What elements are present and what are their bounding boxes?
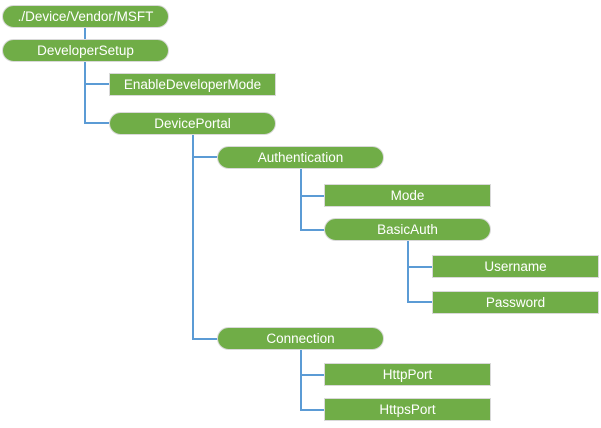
node-developersetup: DeveloperSetup <box>2 39 169 62</box>
connector-developersetup-trunk <box>84 62 86 124</box>
connector-branch-connection <box>192 338 218 340</box>
connector-branch-httpsport <box>300 409 325 411</box>
node-basicauth: BasicAuth <box>324 218 491 241</box>
connector-branch-basicauth <box>300 229 325 231</box>
connector-branch-username <box>407 266 433 268</box>
connector-root-to-developersetup <box>84 28 86 40</box>
connector-branch-mode <box>300 195 325 197</box>
node-connection: Connection <box>217 327 384 350</box>
connector-branch-httpport <box>300 374 325 376</box>
node-password: Password <box>432 291 599 314</box>
node-mode: Mode <box>324 184 491 207</box>
connector-branch-enabledevelopermode <box>84 83 110 85</box>
node-deviceportal: DevicePortal <box>109 112 276 135</box>
connector-connection-trunk <box>300 350 302 411</box>
connector-branch-authentication <box>192 156 218 158</box>
node-authentication: Authentication <box>217 146 384 169</box>
node-httpport: HttpPort <box>324 363 491 386</box>
node-root-path: ./Device/Vendor/MSFT <box>2 5 169 28</box>
connector-deviceportal-trunk <box>192 135 194 340</box>
node-username: Username <box>432 255 599 278</box>
node-httpsport: HttpsPort <box>324 398 491 421</box>
connector-branch-deviceportal <box>84 122 110 124</box>
node-enabledevelopermode: EnableDeveloperMode <box>109 73 276 96</box>
connector-branch-password <box>407 301 433 303</box>
connector-basicauth-trunk <box>407 241 409 303</box>
connector-authentication-trunk <box>300 169 302 231</box>
